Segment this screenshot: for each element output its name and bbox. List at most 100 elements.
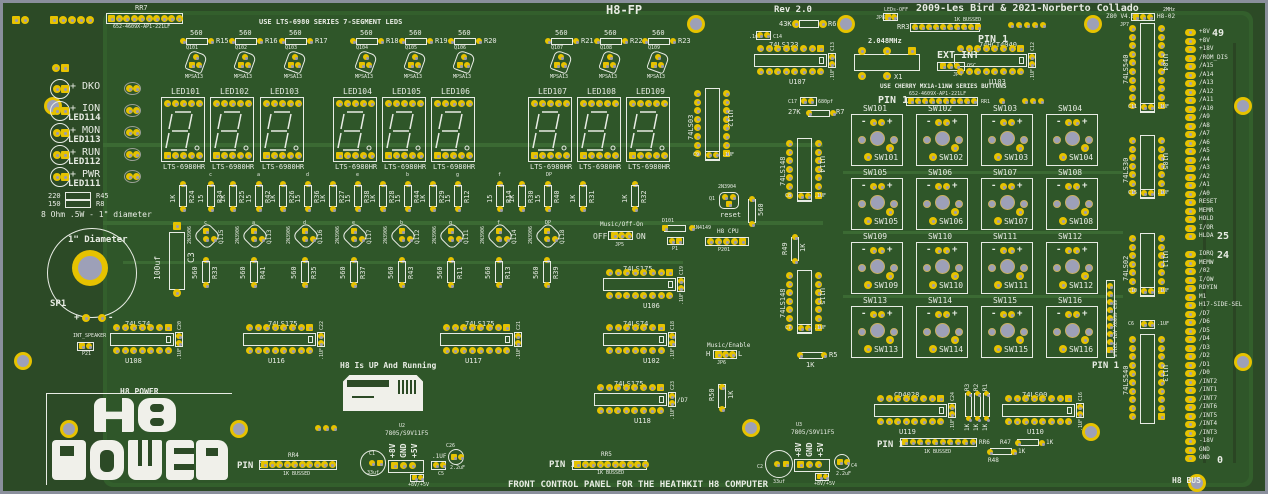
pad [1059, 281, 1067, 289]
switch-sw113[interactable] [851, 306, 903, 358]
pad [657, 292, 665, 299]
resistor-footprint [551, 38, 573, 45]
switch-sw110[interactable] [916, 242, 968, 294]
c17-ref: C17 [788, 99, 798, 105]
resistor-footprint [186, 38, 208, 45]
ic-notch [1018, 57, 1024, 64]
switch-sw114[interactable] [916, 306, 968, 358]
switch-plus-sign: + [887, 117, 893, 127]
segment-letter: g [449, 220, 453, 226]
int-speaker-label: INT_SPEAKER [73, 333, 107, 339]
pad [792, 258, 798, 264]
switch-sw106[interactable] [916, 178, 968, 230]
pad [623, 347, 631, 354]
switch-sw102[interactable] [916, 114, 968, 166]
pad [138, 15, 145, 22]
pad [614, 384, 622, 391]
switch-center-hole [935, 259, 950, 274]
pad [156, 347, 163, 354]
u2-pin-5v: +5V [410, 443, 419, 458]
pad [1129, 269, 1136, 277]
ic-part: 74LS148 [779, 156, 787, 187]
bus-pin-25-number: 25 [1217, 231, 1230, 242]
pad [268, 461, 276, 468]
switch-mount-hole [955, 200, 963, 208]
pad [622, 407, 630, 414]
pad [1065, 119, 1072, 126]
pad [864, 153, 872, 161]
pad [1038, 98, 1044, 104]
resistor-value: 15 [294, 194, 302, 203]
bus-pin-label: /A5 [1199, 147, 1210, 154]
pad [631, 407, 639, 414]
bus-pin-label: /INT5 [1199, 411, 1218, 419]
switch-center-hole [935, 131, 950, 146]
pad [385, 152, 392, 159]
bus-pin-label: /A13 [1199, 79, 1214, 86]
switch-sw116[interactable] [1046, 306, 1098, 358]
pad [786, 306, 793, 314]
pad [1147, 14, 1153, 20]
decoupling-cap [513, 332, 522, 347]
switch-ref-top: SW103 [993, 104, 1018, 113]
ic-ref: U103 [989, 78, 1006, 86]
trace [1233, 43, 1236, 463]
pad [457, 62, 463, 68]
pad [966, 416, 972, 422]
pad [677, 278, 684, 284]
switch-sw112[interactable] [1046, 242, 1098, 294]
u3-ref: U3 [796, 422, 803, 428]
pad [658, 62, 664, 68]
transistor-part: 2N3906 [480, 225, 486, 244]
switch-sw101[interactable] [851, 114, 903, 166]
switch-sw111[interactable] [981, 242, 1033, 294]
pad [344, 152, 351, 159]
switch-sw107[interactable] [981, 178, 1033, 230]
mounting-hole [1082, 423, 1100, 441]
bus-pin-label: RESET [1199, 198, 1218, 205]
pad [1158, 336, 1165, 343]
pad [640, 324, 648, 331]
pad [971, 98, 977, 104]
switch-sw115[interactable] [981, 306, 1033, 358]
transistor-ref: Q114 [511, 229, 518, 244]
pad [229, 152, 236, 159]
transistor-part: MPSA13 [404, 74, 423, 80]
switch-sw109[interactable] [851, 242, 903, 294]
pad [614, 347, 622, 354]
pad [221, 100, 228, 107]
status-led-ref: LED111 [68, 179, 101, 189]
bus-pin-hole [1189, 31, 1192, 34]
resistor-footprint [301, 261, 309, 283]
switch-plus-sign: + [1017, 181, 1023, 191]
pad [468, 324, 476, 331]
switch-sw108[interactable] [1046, 178, 1098, 230]
seven-segment-part: LTS-6980HR [579, 163, 622, 171]
pad [61, 107, 69, 115]
decoupling-cap [1027, 53, 1036, 68]
switch-sw103[interactable] [981, 114, 1033, 166]
power-label: H8 POWER [120, 387, 159, 396]
pad [130, 324, 138, 331]
bus-pin-hole [1189, 48, 1192, 51]
bus-pin-hole [1189, 287, 1192, 290]
pad [757, 45, 764, 52]
pad [815, 148, 822, 156]
bus-pin-hole [1189, 65, 1192, 68]
switch-sw105[interactable] [851, 178, 903, 230]
switch-sw104[interactable] [1046, 114, 1098, 166]
seven-segment-ref: LED103 [270, 87, 299, 96]
pad [731, 238, 738, 245]
pad [1107, 283, 1113, 289]
c14-value: .1uF [749, 34, 762, 40]
bus-pin-hole [1189, 192, 1192, 196]
led-footprint [124, 170, 141, 183]
pad [915, 98, 921, 104]
pad [417, 100, 424, 107]
pad [53, 151, 61, 159]
pad [399, 282, 405, 288]
switch-minus-sign: - [991, 117, 997, 127]
switch-plus-sign: + [1017, 309, 1023, 319]
pad [798, 325, 804, 332]
pad [121, 347, 129, 354]
